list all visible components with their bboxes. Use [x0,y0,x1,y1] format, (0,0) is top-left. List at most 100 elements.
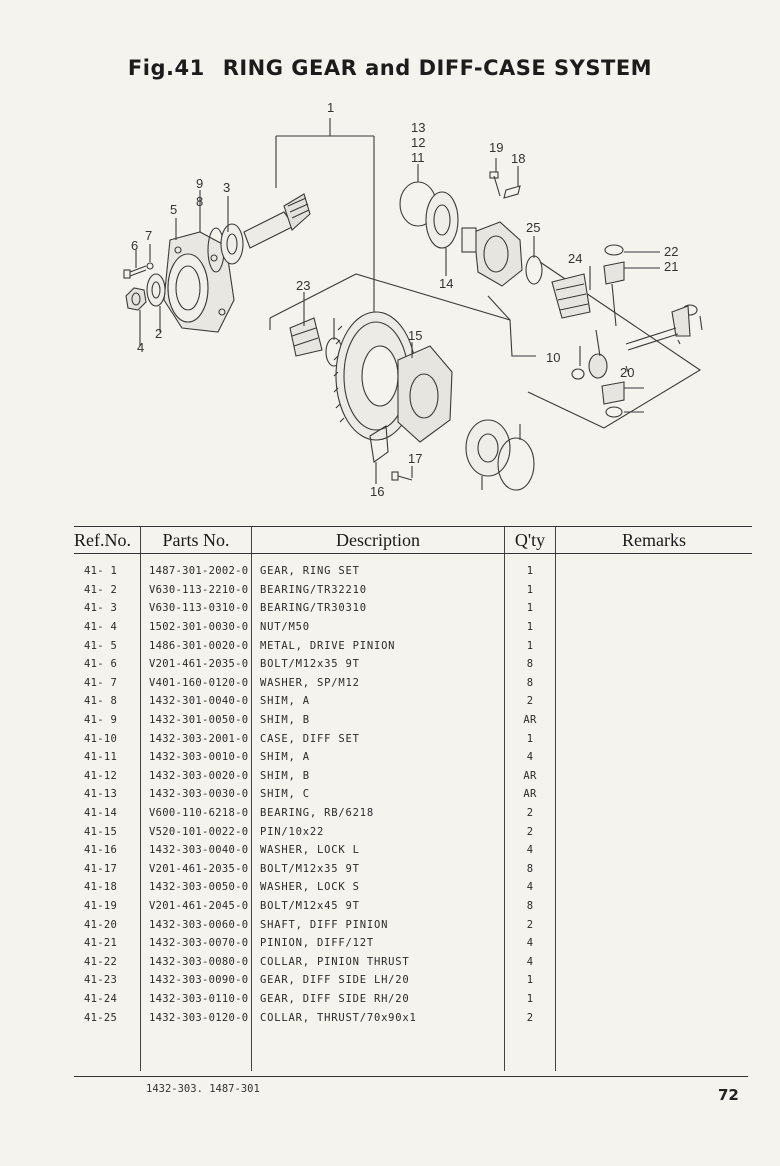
callout-9: 9 [196,176,203,191]
footer-reference: 1432-303. 1487-301 [146,1083,260,1095]
qty-cell: 1 [504,989,556,1009]
remarks-cell [555,673,752,693]
remarks-cell [555,878,752,897]
qty-cell: 4 [504,840,556,860]
callout-22: 22 [664,244,678,259]
description-cell: GEAR, DIFF SIDE RH/20 [251,989,505,1009]
remarks-cell [555,803,752,823]
remarks-cell [555,840,752,860]
empty-cell [74,1027,141,1071]
remarks-cell [555,729,752,748]
callout-18: 18 [511,151,525,166]
ref-no-cell: 41-21 [84,937,118,950]
parts-no-cell: 1432-301-0050-0 [140,710,252,730]
ref-no-cell: 41-11 [84,751,118,764]
qty-cell: 4 [504,933,556,953]
ref-no-cell: 41- 3 [84,602,118,615]
description-cell: SHAFT, DIFF PINION [251,915,505,934]
qty-cell: 1 [504,971,556,990]
callout-15: 15 [408,328,422,343]
header-remarks: Remarks [555,526,752,554]
ref-no-cell: 41-25 [84,1011,118,1024]
ref-no-cell: 41-14 [84,807,118,820]
callout-4: 4 [137,340,144,355]
qty-cell: 8 [504,896,556,916]
parts-no-cell: 1432-303-0020-0 [140,766,252,786]
remarks-cell [555,915,752,934]
callout-17: 17 [408,451,422,466]
callout-11: 11 [411,150,425,165]
description-cell: GEAR, RING SET [251,553,505,581]
parts-no-cell: V201-461-2035-0 [140,859,252,879]
remarks-cell [555,896,752,916]
qty-cell: 4 [504,878,556,897]
parts-no-cell: 1432-303-0070-0 [140,933,252,953]
exploded-parts-diagram: 1 2 3 4 5 6 7 8 9 10 11 12 13 14 15 16 1… [123,100,703,499]
callout-3: 3 [223,180,230,195]
parts-no-cell: V600-110-6218-0 [140,803,252,823]
qty-cell: 8 [504,859,556,879]
remarks-cell [555,599,752,618]
ref-no-cell: 41-15 [84,825,118,838]
ref-no-cell: 41- 2 [84,583,118,596]
parts-no-cell: 1432-303-0030-0 [140,785,252,804]
ref-no-cell: 41-22 [84,955,118,968]
remarks-cell [555,859,752,879]
qty-cell: 1 [504,636,556,655]
remarks-cell [555,785,752,804]
callout-12: 12 [411,135,425,150]
qty-cell: 2 [504,803,556,823]
qty-cell: 4 [504,747,556,767]
qty-cell: 1 [504,729,556,748]
table-header-row: Ref.No. Parts No. Description Q'ty Remar… [74,526,752,554]
callout-25: 25 [526,220,540,235]
remarks-cell [555,692,752,711]
ref-no-cell: 41-16 [84,844,118,857]
qty-cell: 1 [504,553,556,581]
page-number: 72 [718,1086,739,1104]
qty-cell: 2 [504,822,556,841]
remarks-cell [555,989,752,1009]
description-cell: SHIM, B [251,766,505,786]
parts-no-cell: 1432-303-0110-0 [140,989,252,1009]
remarks-cell [555,654,752,674]
description-cell: COLLAR, PINION THRUST [251,952,505,972]
ref-no-cell: 41-20 [84,918,118,931]
parts-table: Ref.No. Parts No. Description Q'ty Remar… [74,526,752,1071]
ref-no-cell: 41- 9 [84,714,118,727]
qty-cell: 2 [504,1008,556,1027]
parts-no-cell: V520-101-0022-0 [140,822,252,841]
remarks-cell [555,553,752,581]
remarks-cell [555,747,752,767]
qty-cell: 4 [504,952,556,972]
qty-cell: 1 [504,599,556,618]
ref-no-cell: 41- 6 [84,658,118,671]
qty-cell: AR [504,785,556,804]
callout-8: 8 [196,194,203,209]
remarks-cell [555,952,752,972]
description-cell: BOLT/M12x35 9T [251,654,505,674]
parts-no-cell: 1432-303-0060-0 [140,915,252,934]
parts-no-cell: 1502-301-0030-0 [140,617,252,637]
callout-1: 1 [327,100,334,115]
description-cell: BEARING/TR32210 [251,580,505,600]
header-qty: Q'ty [504,526,556,554]
figure-number: Fig.41 [127,56,205,80]
remarks-cell [555,617,752,637]
callout-6: 6 [131,238,138,253]
parts-no-cell: V201-461-2045-0 [140,896,252,916]
ref-no-cell: 41-13 [84,788,118,801]
qty-cell: 8 [504,654,556,674]
